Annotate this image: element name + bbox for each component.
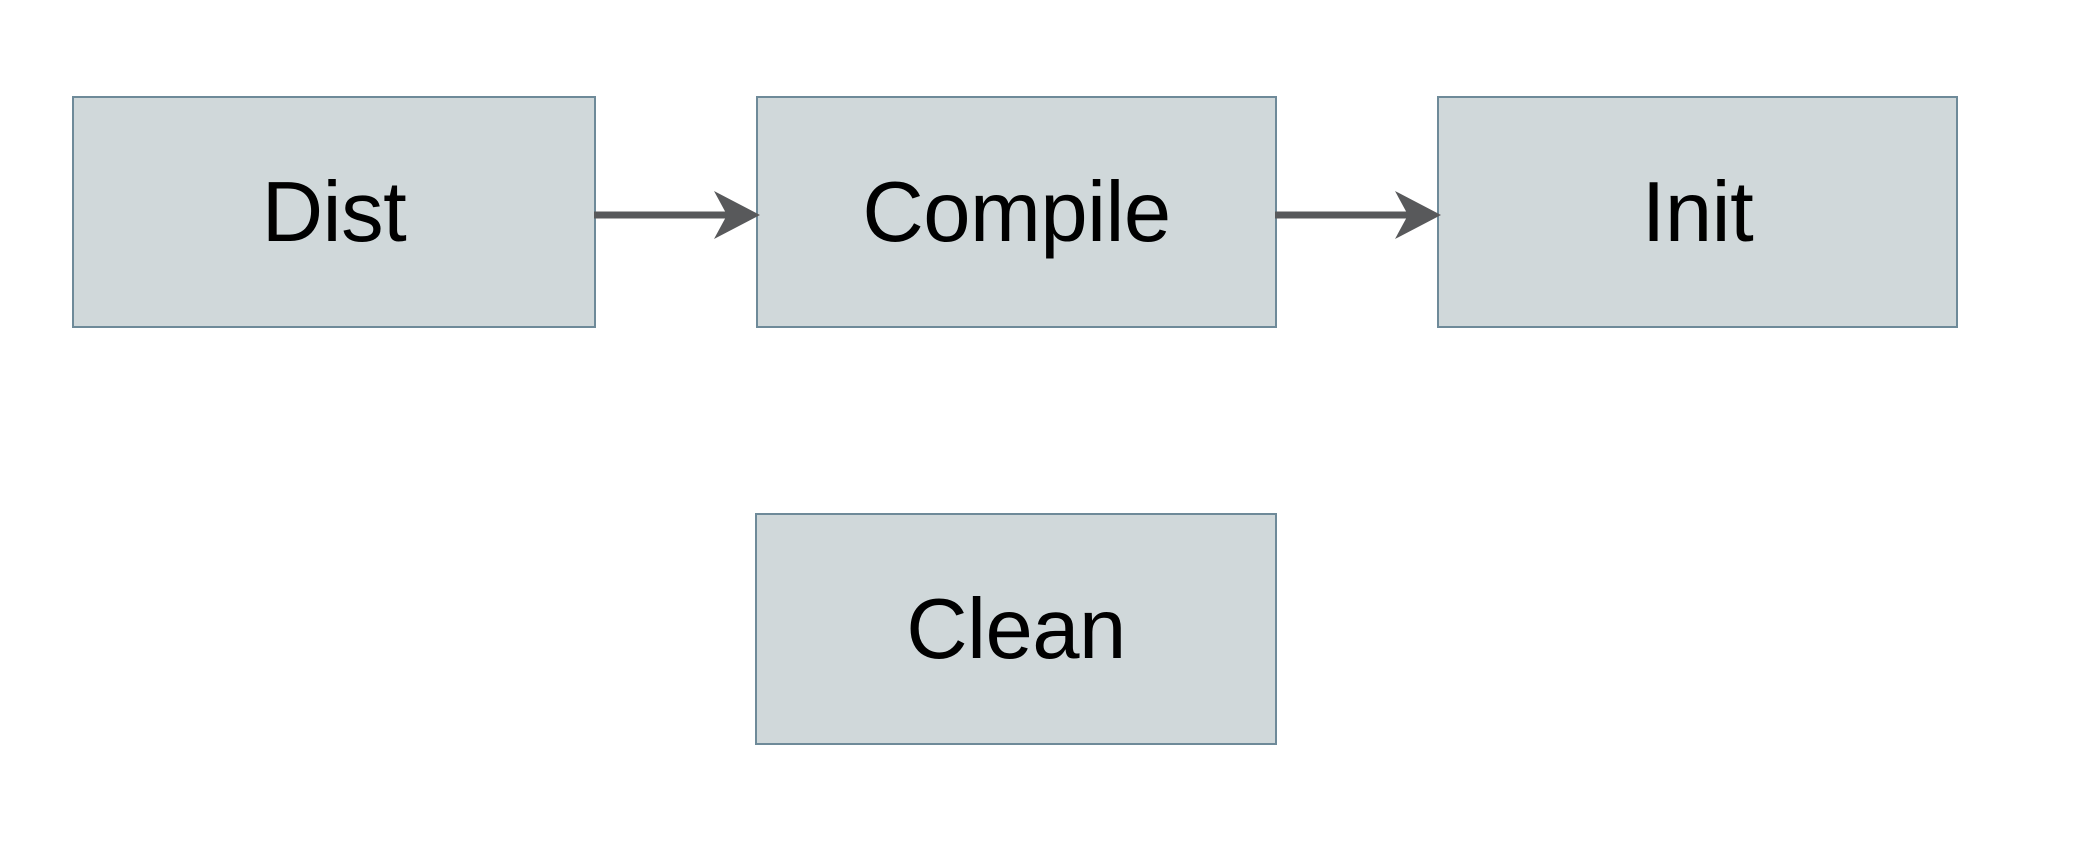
node-clean[interactable]: Clean: [755, 513, 1277, 745]
node-init[interactable]: Init: [1437, 96, 1958, 328]
node-dist[interactable]: Dist: [72, 96, 596, 328]
node-compile-label: Compile: [862, 164, 1171, 260]
node-dist-label: Dist: [261, 164, 407, 260]
node-compile[interactable]: Compile: [756, 96, 1277, 328]
node-clean-label: Clean: [906, 581, 1126, 677]
node-init-label: Init: [1641, 164, 1754, 260]
edge-dist-to-compile[interactable]: [594, 186, 760, 244]
edge-compile-to-init[interactable]: [1275, 186, 1441, 244]
